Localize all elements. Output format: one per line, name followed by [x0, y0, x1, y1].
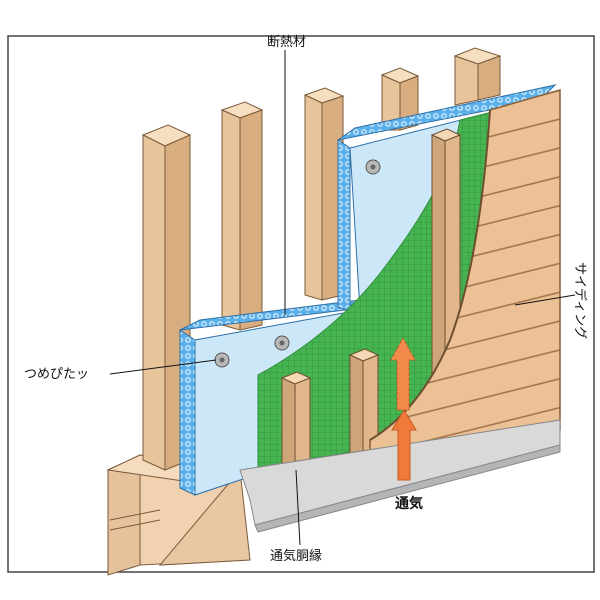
stud-2: [220, 101, 264, 331]
label-siding: サイディング: [572, 262, 588, 339]
stud-posts: [141, 47, 502, 471]
stud-5: [453, 47, 502, 106]
frame-border: [7, 35, 595, 573]
stud-1: [141, 124, 192, 471]
label-insulation: 断熱材: [267, 35, 306, 50]
label-fastener: つめぴたッ: [24, 367, 89, 382]
leader-lines: [109, 50, 576, 546]
airflow-arrows: [390, 336, 417, 481]
foundation: [106, 454, 251, 576]
fasteners: [214, 159, 381, 368]
label-airflow: 通気: [395, 495, 423, 512]
label-furring: 通気胴縁: [270, 548, 322, 564]
stud-3: [303, 87, 345, 301]
